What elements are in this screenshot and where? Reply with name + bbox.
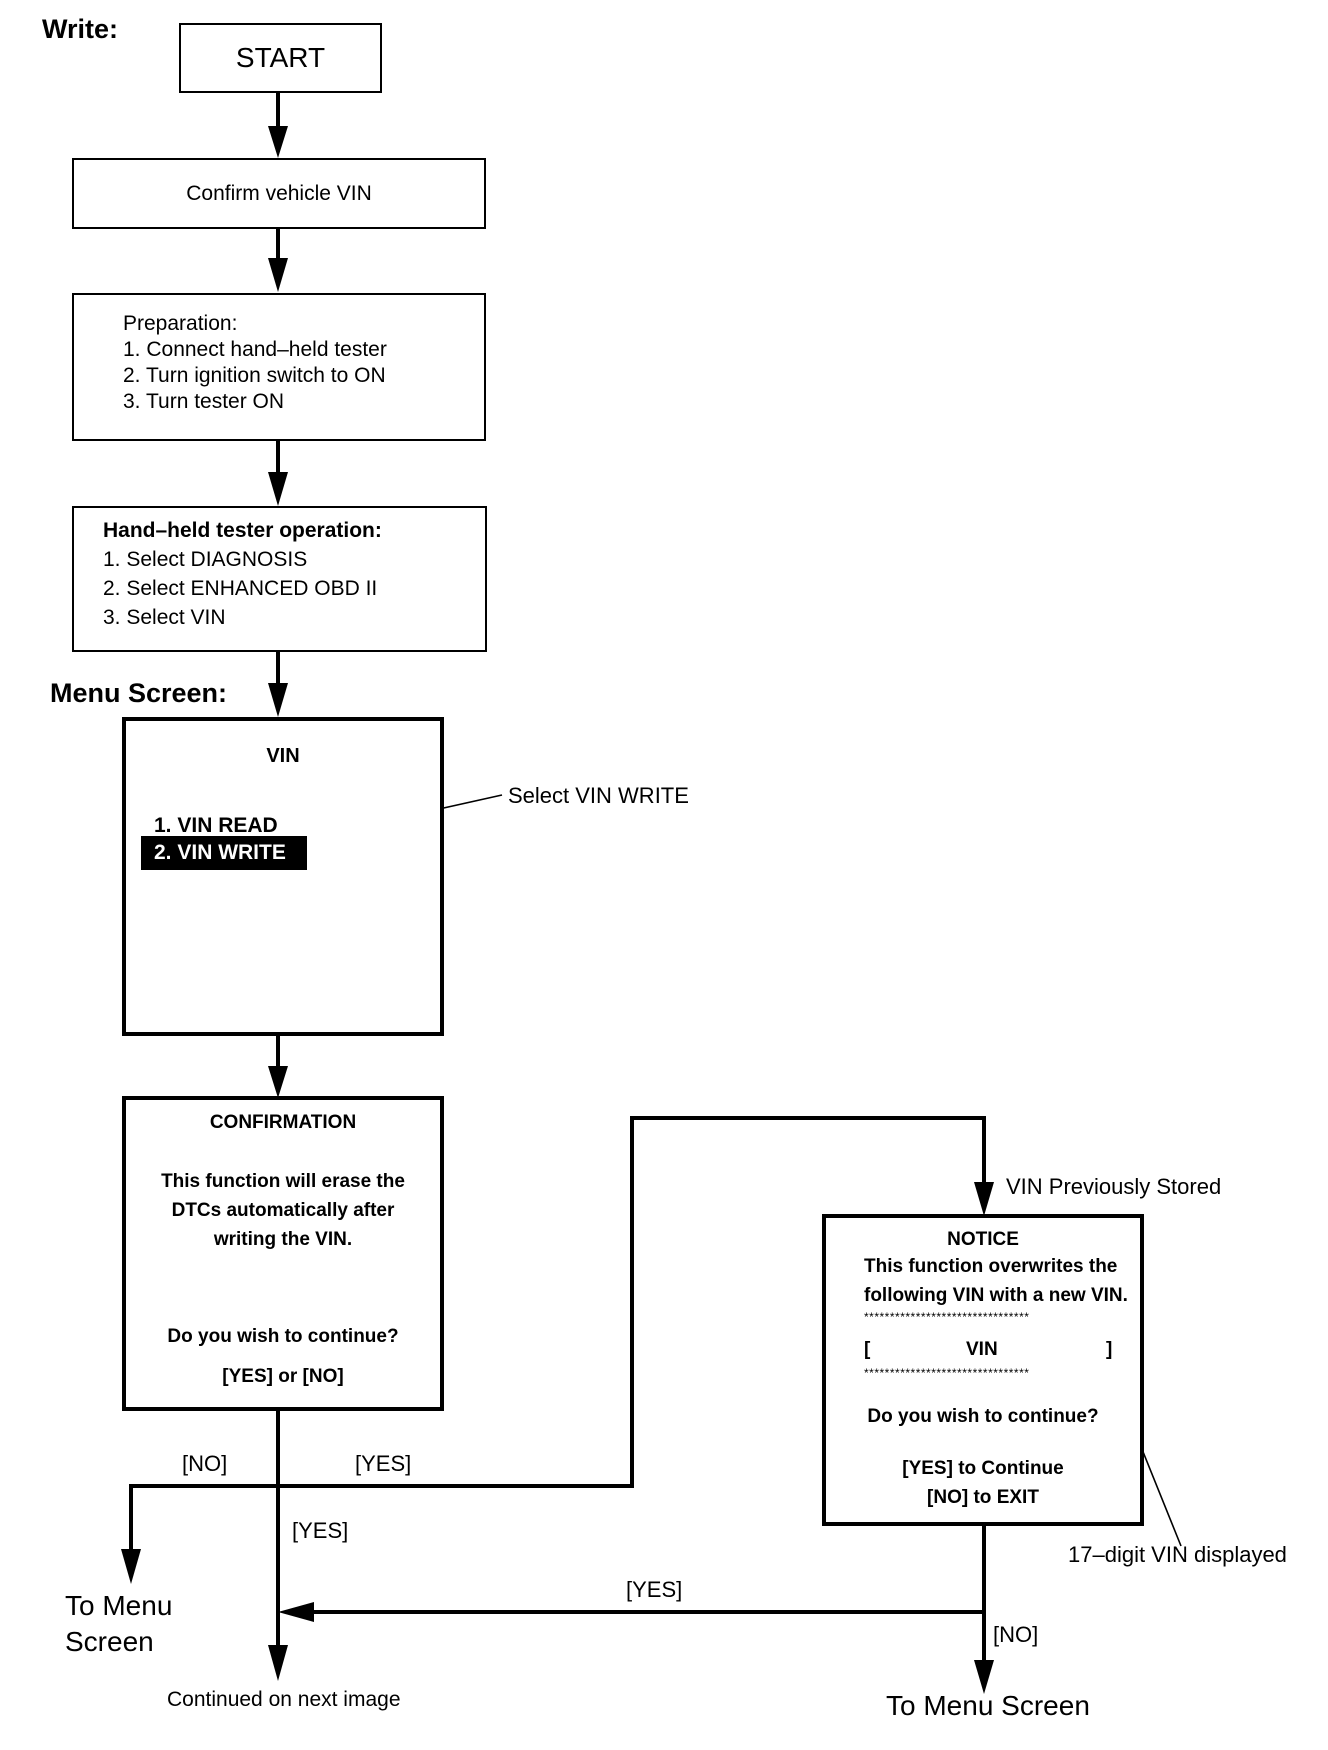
menu-screen-title: VIN [266, 745, 300, 767]
callout-select-vin-write-label: Select VIN WRITE [508, 783, 689, 808]
menu-screen-box: VIN 1. VIN READ 2. VIN WRITE [122, 717, 444, 1036]
no-branch-line [129, 1484, 278, 1562]
tester-operation-step: 2. Select ENHANCED OBD II [103, 577, 378, 600]
start-label: START [235, 42, 326, 73]
branch-label-yes-down: [YES] [292, 1518, 349, 1543]
continued-next-image-label: Continued on next image [167, 1688, 401, 1711]
notice-box: NOTICE This function overwrites the foll… [822, 1214, 1144, 1526]
tester-operation-step: 1. Select DIAGNOSIS [103, 548, 308, 571]
confirmation-options: [YES] or [NO] [222, 1366, 344, 1387]
notice-message-line: This function overwrites the [864, 1256, 1118, 1277]
section-title-menu-screen: Menu Screen: [50, 678, 228, 708]
branch-label-yes-return: [YES] [626, 1577, 683, 1602]
arrowhead-vin-stored [974, 1182, 994, 1216]
tester-operation-box: Hand–held tester operation: 1. Select DI… [72, 506, 487, 652]
notice-vin-placeholder: VIN [966, 1339, 998, 1360]
section-title-write: Write: [42, 14, 119, 44]
preparation-step: 2. Turn ignition switch to ON [123, 364, 386, 387]
notice-option-yes: [YES] to Continue [902, 1458, 1064, 1479]
arrowhead-4 [268, 683, 288, 717]
preparation-box: Preparation: 1. Connect hand–held tester… [72, 293, 486, 441]
notice-question: Do you wish to continue? [867, 1406, 1099, 1427]
menu-item-vin-read: 1. VIN READ [154, 814, 278, 837]
notice-stars-bottom: ******************************** [864, 1366, 1030, 1380]
confirmation-box: CONFIRMATION This function will erase th… [122, 1096, 444, 1411]
arrowhead-yes-return [278, 1602, 314, 1622]
confirmation-message-line: This function will erase the [161, 1171, 405, 1192]
to-menu-screen-left: To Menu Screen [65, 1588, 172, 1660]
arrowhead-5 [268, 1066, 288, 1098]
preparation-title: Preparation: [123, 312, 238, 335]
arrowhead-continued [268, 1645, 288, 1681]
notice-stars-top: ******************************** [864, 1310, 1030, 1324]
confirm-vin-box: Confirm vehicle VIN [72, 158, 486, 229]
notice-bracket-close: ] [1106, 1339, 1113, 1360]
tester-operation-title: Hand–held tester operation: [103, 519, 382, 542]
arrowhead-no-right [974, 1660, 994, 1694]
branch-label-no: [NO] [182, 1451, 228, 1476]
preparation-step: 1. Connect hand–held tester [123, 338, 387, 361]
confirmation-message: This function will erase the DTCs automa… [126, 1167, 440, 1254]
to-menu-screen-left-line: To Menu [65, 1590, 173, 1621]
yes-branch-line [278, 1116, 986, 1488]
branch-label-yes: [YES] [355, 1451, 412, 1476]
menu-item-vin-write-selected: 2. VIN WRITE [141, 836, 307, 870]
confirmation-title: CONFIRMATION [209, 1112, 357, 1133]
notice-title: NOTICE [947, 1229, 1019, 1250]
notice-message-line: following VIN with a new VIN. [864, 1285, 1128, 1306]
arrowhead-2 [268, 258, 288, 292]
notice-option-no: [NO] to EXIT [927, 1487, 1039, 1508]
notice-message: This function overwrites the following V… [864, 1252, 1128, 1310]
arrowhead-1 [268, 126, 288, 158]
confirmation-message-line: writing the VIN. [213, 1229, 353, 1250]
confirmation-question: Do you wish to continue? [167, 1326, 399, 1347]
notice-bracket-open: [ [864, 1339, 871, 1360]
confirmation-message-line: DTCs automatically after [171, 1200, 395, 1221]
preparation-step: 3. Turn tester ON [123, 390, 285, 413]
vin-previously-stored-label: VIN Previously Stored [1006, 1174, 1222, 1199]
arrowhead-no-left [121, 1549, 141, 1584]
arrowhead-3 [268, 472, 288, 506]
branch-label-no-right: [NO] [993, 1622, 1039, 1647]
callout-17-digit-vin-label: 17–digit VIN displayed [1068, 1542, 1287, 1567]
confirm-vin-label: Confirm vehicle VIN [186, 181, 372, 205]
to-menu-screen-right: To Menu Screen [886, 1690, 1090, 1721]
start-box: START [179, 23, 382, 93]
tester-operation-step: 3. Select VIN [103, 606, 226, 629]
to-menu-screen-left-line: Screen [65, 1626, 154, 1657]
